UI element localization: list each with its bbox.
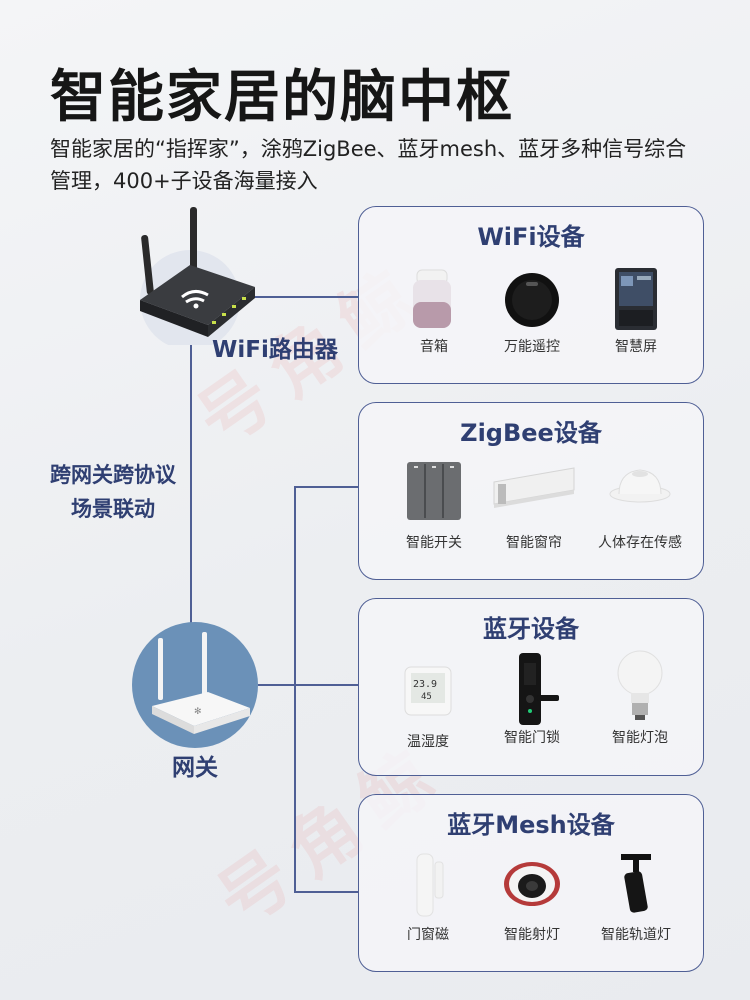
device-label: 温湿度 (407, 734, 449, 750)
track-light-icon (601, 850, 671, 918)
wifi-devices-panel: WiFi设备 音箱 万能遥控 (358, 206, 704, 384)
device-track-light: 智能轨道灯 (581, 850, 691, 944)
device-label: 智能窗帘 (506, 535, 562, 551)
connector-line (255, 296, 358, 298)
device-universal-remote: 万能遥控 (477, 262, 587, 356)
device-label: 万能遥控 (504, 339, 560, 355)
device-label: 智能轨道灯 (601, 927, 671, 943)
link-text-line1: 跨网关跨协议 (50, 463, 176, 487)
link-description: 跨网关跨协议 场景联动 (30, 458, 196, 526)
device-speaker: 音箱 (379, 262, 489, 356)
light-bulb-icon (605, 647, 675, 727)
connector-line (294, 486, 358, 488)
device-label: 人体存在传感 (598, 535, 682, 551)
page-title: 智能家居的脑中枢 (50, 65, 514, 130)
panel-title: WiFi设备 (477, 223, 585, 251)
device-label: 智能射灯 (504, 927, 560, 943)
page-subtitle: 智能家居的“指挥家”，涂鸦ZigBee、蓝牙mesh、蓝牙多种信号综合管理，40… (50, 137, 687, 193)
device-presence-sensor: 人体存在传感 (585, 458, 695, 552)
wifi-router-icon (130, 205, 260, 350)
device-label: 智能灯泡 (612, 730, 668, 746)
presence-sensor-icon (605, 458, 675, 526)
svg-text:45: 45 (421, 692, 432, 702)
device-smart-bulb: 智能灯泡 (585, 647, 695, 747)
switch-icon (399, 458, 469, 526)
device-label: 门窗磁 (407, 927, 449, 943)
smart-lock-icon (497, 651, 567, 727)
panel-title: 蓝牙Mesh设备 (447, 811, 615, 839)
panel-title: ZigBee设备 (460, 419, 602, 447)
remote-icon (497, 262, 567, 330)
device-smart-lock: 智能门锁 (477, 651, 587, 747)
device-door-sensor: 门窗磁 (373, 850, 483, 944)
device-thermo-hygrometer: 23.9 45 温湿度 (373, 657, 483, 751)
connector-line (190, 300, 192, 630)
panel-title: 蓝牙设备 (483, 615, 579, 643)
device-label: 智能开关 (406, 535, 462, 551)
device-smart-spotlight: 智能射灯 (477, 850, 587, 944)
svg-text:23.9: 23.9 (413, 679, 437, 690)
device-smart-switch: 智能开关 (379, 458, 489, 552)
smart-screen-icon (601, 262, 671, 330)
thermometer-icon: 23.9 45 (393, 657, 463, 725)
zigbee-devices-panel: ZigBee设备 智能开关 智能窗帘 (358, 402, 704, 580)
bluetooth-devices-panel: 蓝牙设备 23.9 45 温湿度 智能门锁 (358, 598, 704, 776)
bluetooth-mesh-devices-panel: 蓝牙Mesh设备 门窗磁 智能射灯 智能 (358, 794, 704, 972)
device-label: 智慧屏 (615, 339, 657, 355)
gateway-label: 网关 (172, 755, 218, 781)
connector-line (294, 486, 296, 892)
spotlight-icon (497, 850, 567, 918)
device-smart-curtain: 智能窗帘 (479, 458, 589, 552)
device-label: 音箱 (420, 339, 448, 355)
curtain-motor-icon (484, 458, 584, 526)
svg-text:✻: ✻ (194, 707, 202, 717)
connector-line (258, 684, 358, 686)
gateway-icon: ✻ (132, 622, 258, 748)
speaker-icon (399, 262, 469, 330)
door-sensor-icon (393, 850, 463, 918)
connector-line (294, 891, 358, 893)
device-smart-screen: 智慧屏 (581, 262, 691, 356)
device-label: 智能门锁 (504, 730, 560, 746)
link-text-line2: 场景联动 (71, 497, 155, 521)
router-label: WiFi路由器 (212, 337, 338, 363)
